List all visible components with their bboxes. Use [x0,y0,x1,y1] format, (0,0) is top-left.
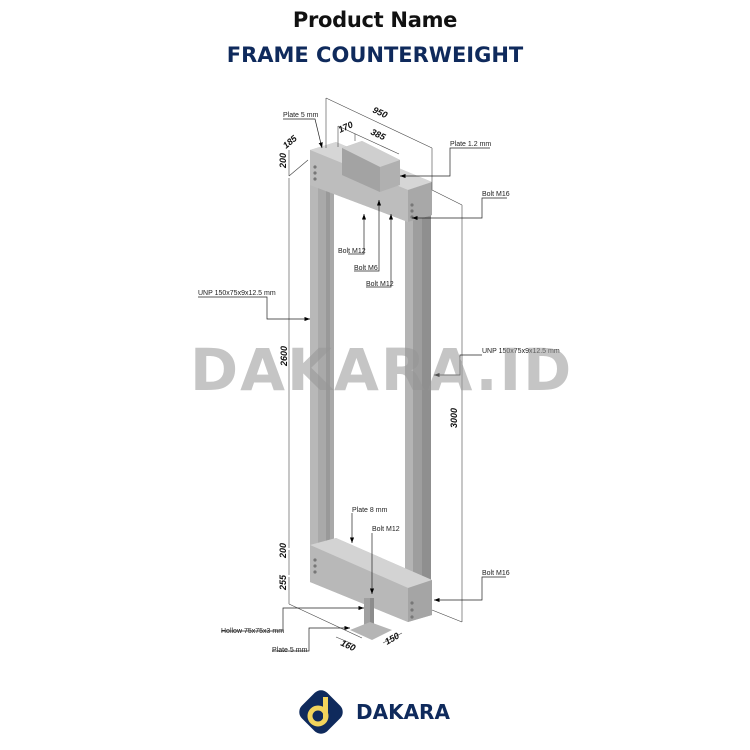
dim-top-box: 385 [369,127,388,143]
label-plate-5mm-top: Plate 5 mm [283,112,319,119]
bottom-beam [310,538,432,622]
label-unp-left: UNP 150x75x9x12.5 mm [198,290,276,297]
product-name-label: Product Name [292,8,458,32]
dim-top-height: 200 [278,153,288,169]
label-plate-8mm: Plate 8 mm [352,507,388,514]
label-unp-right: UNP 150x75x9x12.5 mm [482,348,560,355]
dim-post-height: 255 [278,574,288,591]
label-hollow: Hollow 75x75x3 mm [221,628,284,635]
dim-top-depth: 185 [281,133,300,151]
label-plate-5mm-bottom: Plate 5 mm [272,647,308,654]
hollow-post [350,598,392,640]
dim-bottom-height: 200 [278,543,288,559]
label-bolt-m12-a: Bolt M12 [338,248,366,255]
dim-left-height: 2600 [279,346,289,367]
label-plate-1-2mm: Plate 1.2 mm [450,141,491,148]
dakara-logo-icon [299,690,343,734]
brand-name: DAKARA [356,700,450,724]
label-bolt-m12-b: Bolt M12 [366,281,394,288]
dim-top-width: 950 [371,105,389,120]
label-bolt-m16-top: Bolt M16 [482,191,510,198]
left-column [310,175,334,565]
label-bolt-m12-bottom: Bolt M12 [372,526,400,533]
right-column [405,215,431,615]
dimension-lines [288,97,463,646]
label-bolt-m16-bottom: Bolt M16 [482,570,510,577]
dim-right-height: 3000 [449,408,459,428]
product-title: FRAME COUNTERWEIGHT [226,43,524,67]
dim-base-a: 160 [339,638,357,653]
label-bolt-m6: Bolt M6 [354,265,378,272]
brand-logo: DAKARA [292,684,450,740]
